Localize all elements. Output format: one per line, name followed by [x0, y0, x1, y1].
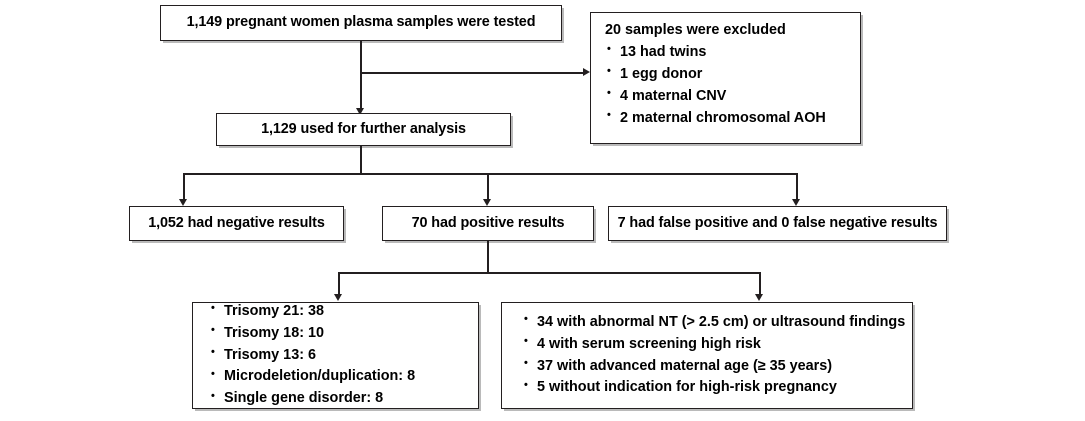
node-analyzed: 1,129 used for further analysis: [216, 113, 511, 146]
node-total-tested: 1,149 pregnant women plasma samples were…: [160, 5, 562, 41]
arrowhead-to-excluded: [583, 68, 590, 77]
node-negative-results-label: 1,052 had negative results: [148, 214, 325, 231]
excluded-item-2: 4 maternal CNV: [605, 85, 860, 108]
excluded-item-0: 13 had twins: [605, 41, 860, 64]
positive-breakdown-item-1: Trisomy 18: 10: [209, 322, 478, 345]
connector-branch-breakdown: [338, 272, 340, 295]
node-positive-results-label: 70 had positive results: [411, 214, 565, 231]
connector-trunk-2: [360, 146, 362, 174]
indications-item-1: 4 with serum screening high risk: [522, 333, 912, 356]
positive-breakdown-list: Trisomy 21: 38 Trisomy 18: 10 Trisomy 13…: [193, 300, 478, 410]
excluded-list: 20 samples were excluded 13 had twins 1 …: [591, 13, 860, 129]
arrowhead-false: [792, 199, 801, 206]
connector-trunk-3: [487, 241, 489, 273]
positive-breakdown-item-0: Trisomy 21: 38: [209, 300, 478, 323]
arrowhead-to-analyzed: [356, 108, 365, 115]
indications-list: 34 with abnormal NT (> 2.5 cm) or ultras…: [502, 311, 912, 400]
positive-breakdown-item-4: Single gene disorder: 8: [209, 388, 478, 410]
node-negative-results: 1,052 had negative results: [129, 206, 344, 241]
node-analyzed-label: 1,129 used for further analysis: [261, 120, 466, 137]
connector-branch-positive: [487, 173, 489, 200]
arrowhead-breakdown: [334, 294, 343, 301]
connector-branch-negative: [183, 173, 185, 200]
positive-breakdown-item-2: Trisomy 13: 6: [209, 344, 478, 367]
positive-breakdown-item-3: Microdeletion/duplication: 8: [209, 366, 478, 388]
indications-item-2: 37 with advanced maternal age (≥ 35 year…: [522, 355, 912, 378]
node-excluded: 20 samples were excluded 13 had twins 1 …: [590, 12, 861, 144]
excluded-heading: 20 samples were excluded: [605, 22, 786, 38]
node-false-results: 7 had false positive and 0 false negativ…: [608, 206, 947, 241]
connector-trunk-1: [360, 41, 362, 109]
indications-item-0: 34 with abnormal NT (> 2.5 cm) or ultras…: [522, 311, 912, 334]
node-indications: 34 with abnormal NT (> 2.5 cm) or ultras…: [501, 302, 913, 409]
connector-split-bar: [183, 173, 797, 175]
arrowhead-indications: [755, 294, 764, 301]
node-positive-breakdown: Trisomy 21: 38 Trisomy 18: 10 Trisomy 13…: [192, 300, 479, 410]
indications-item-3: 5 without indication for high-risk pregn…: [522, 377, 912, 399]
connector-to-excluded: [360, 72, 583, 74]
excluded-item-3: 2 maternal chromosomal AOH: [605, 107, 860, 130]
node-total-tested-label: 1,149 pregnant women plasma samples were…: [186, 14, 536, 31]
arrowhead-negative: [179, 199, 188, 206]
arrowhead-positive: [483, 199, 492, 206]
excluded-item-1: 1 egg donor: [605, 63, 860, 86]
connector-branch-indications: [759, 272, 761, 295]
node-false-results-label: 7 had false positive and 0 false negativ…: [617, 214, 938, 231]
connector-branch-false: [796, 173, 798, 200]
node-positive-results: 70 had positive results: [382, 206, 594, 241]
connector-split-bar-2: [338, 272, 760, 274]
